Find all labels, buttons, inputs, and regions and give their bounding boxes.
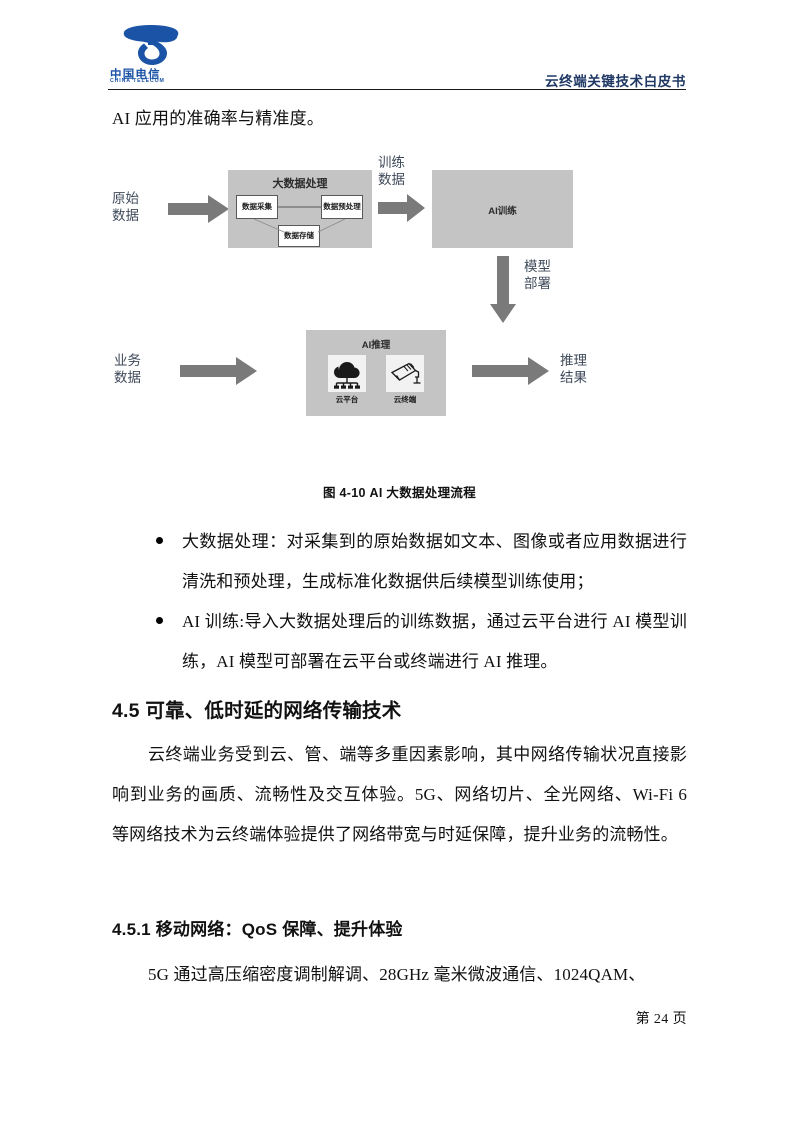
list-item-text: AI 训练:导入大数据处理后的训练数据，通过云平台进行 AI 模型训练，AI 模… — [182, 612, 687, 671]
arrow-model-deploy — [490, 256, 516, 323]
section-paragraph-4-5-1: 5G 通过高压缩密度调制解调、28GHz 毫米微波通信、1024QAM、 — [148, 965, 646, 984]
ai-training-title: AI训练 — [488, 206, 517, 217]
china-telecom-logo-icon — [123, 25, 179, 65]
subbox-data-preprocessing: 数据预处理 — [321, 195, 363, 219]
diagram-label-model-deploy: 模型 部署 — [524, 259, 551, 291]
china-telecom-logo: 中国电信 CHINA TELECOM — [108, 24, 212, 86]
section-heading-4-5-1: 4.5.1 移动网络：QoS 保障、提升体验 — [112, 920, 403, 939]
bigdata-connectors — [253, 206, 346, 233]
bullet-list: 大数据处理：对采集到的原始数据如文本、图像或者应用数据进行清洗和预处理，生成标准… — [112, 522, 687, 682]
arrow-bigdata-to-training — [378, 194, 425, 222]
bullet-dot-icon — [156, 617, 163, 624]
diagram-label-business-data: 业务 数据 — [114, 353, 141, 385]
cloud-platform-tile — [328, 355, 366, 392]
subbox-data-storage: 数据存储 — [278, 225, 320, 247]
camera-terminal-caption: 云终端 — [393, 395, 417, 404]
bigdata-processing-box: 大数据处理 数据采集 数据预处理 数据存储 — [228, 170, 372, 248]
section-paragraph-4-5: 云终端业务受到云、管、端等多重因素影响，其中网络传输状况直接影响到业务的画质、流… — [112, 745, 687, 844]
arrow-business-to-inference — [180, 357, 257, 385]
arrow-raw-to-bigdata — [168, 195, 229, 223]
arrow-inference-to-result — [472, 357, 549, 385]
subbox-data-collection: 数据采集 — [236, 195, 278, 219]
camera-terminal-tile — [386, 355, 424, 392]
logo-chinese-text: 中国电信 — [110, 67, 161, 81]
ai-training-box: AI训练 — [432, 170, 573, 248]
bigdata-processing-title: 大数据处理 — [272, 178, 328, 190]
list-item-text: 大数据处理：对采集到的原始数据如文本、图像或者应用数据进行清洗和预处理，生成标准… — [182, 532, 687, 591]
diagram-label-inference-result: 推理 结果 — [560, 353, 587, 385]
intro-paragraph: AI 应用的准确率与精准度。 — [112, 109, 324, 128]
logo-english-text: CHINA TELECOM — [110, 78, 165, 84]
list-item: 大数据处理：对采集到的原始数据如文本、图像或者应用数据进行清洗和预处理，生成标准… — [112, 522, 687, 602]
cloud-platform-icon — [334, 362, 360, 389]
diagram-label-training-data: 训练 数据 — [378, 155, 405, 187]
ai-inference-box: AI推理 云平台 — [306, 330, 446, 416]
page-header: 中国电信 CHINA TELECOM 云终端关键技术白皮书 — [108, 24, 686, 89]
figure-ai-bigdata-flow: 原始 数据 大数据处理 数据采集 数据预处理 数据存储 训练 数据 AI训练 — [112, 152, 687, 452]
cloud-platform-caption: 云平台 — [335, 395, 359, 404]
header-document-title: 云终端关键技术白皮书 — [545, 74, 686, 89]
diagram-label-raw-data: 原始 数据 — [112, 191, 139, 223]
page-footer: 第 24 页 — [635, 1012, 687, 1027]
bullet-dot-icon — [156, 537, 163, 544]
camera-terminal-icon — [390, 362, 420, 384]
ai-inference-title: AI推理 — [361, 340, 391, 351]
list-item: AI 训练:导入大数据处理后的训练数据，通过云平台进行 AI 模型训练，AI 模… — [112, 602, 687, 682]
section-heading-4-5: 4.5 可靠、低时延的网络传输技术 — [112, 700, 402, 722]
header-divider — [108, 89, 686, 90]
figure-caption: 图 4-10 AI 大数据处理流程 — [322, 486, 477, 500]
